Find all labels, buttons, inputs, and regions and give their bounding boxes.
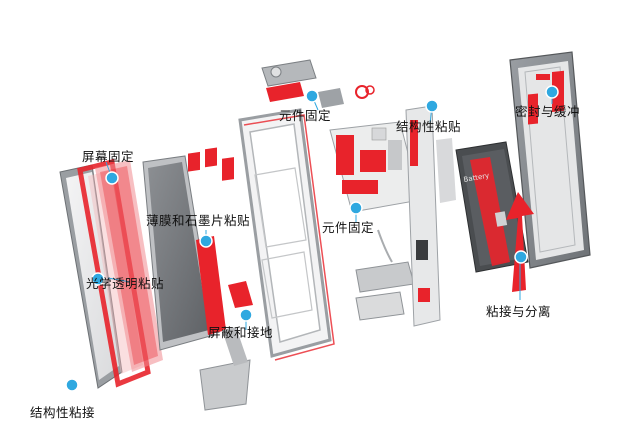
callout-markers [65,85,559,392]
graphite-film-strips [188,147,253,335]
logic-board [329,121,421,321]
label-film-graphite-bond: 薄膜和石墨片粘贴 [146,213,251,228]
optical-clear-adhesive [95,160,163,372]
top-components [261,59,375,108]
mid-frame [238,108,335,361]
label-seal-cushion: 密封与缓冲 [515,104,581,119]
battery: Battery [455,141,529,273]
label-optical-clear-bond: 光学透明粘贴 [86,276,165,291]
flex-cable [199,327,251,411]
label-screen-fix: 屏幕固定 [82,149,135,164]
lcd-module [142,155,215,351]
separation-arrow [506,192,534,292]
label-structural-bond-bottom: 结构性粘接 [30,405,96,420]
label-structural-bond-top: 结构性粘贴 [396,119,462,134]
label-shield-ground: 屏蔽和接地 [208,325,274,340]
label-component-fix-mid: 元件固定 [322,220,375,235]
label-component-fix-top: 元件固定 [279,108,332,123]
side-bracket [405,105,456,327]
label-bond-separate: 粘接与分离 [486,304,552,319]
